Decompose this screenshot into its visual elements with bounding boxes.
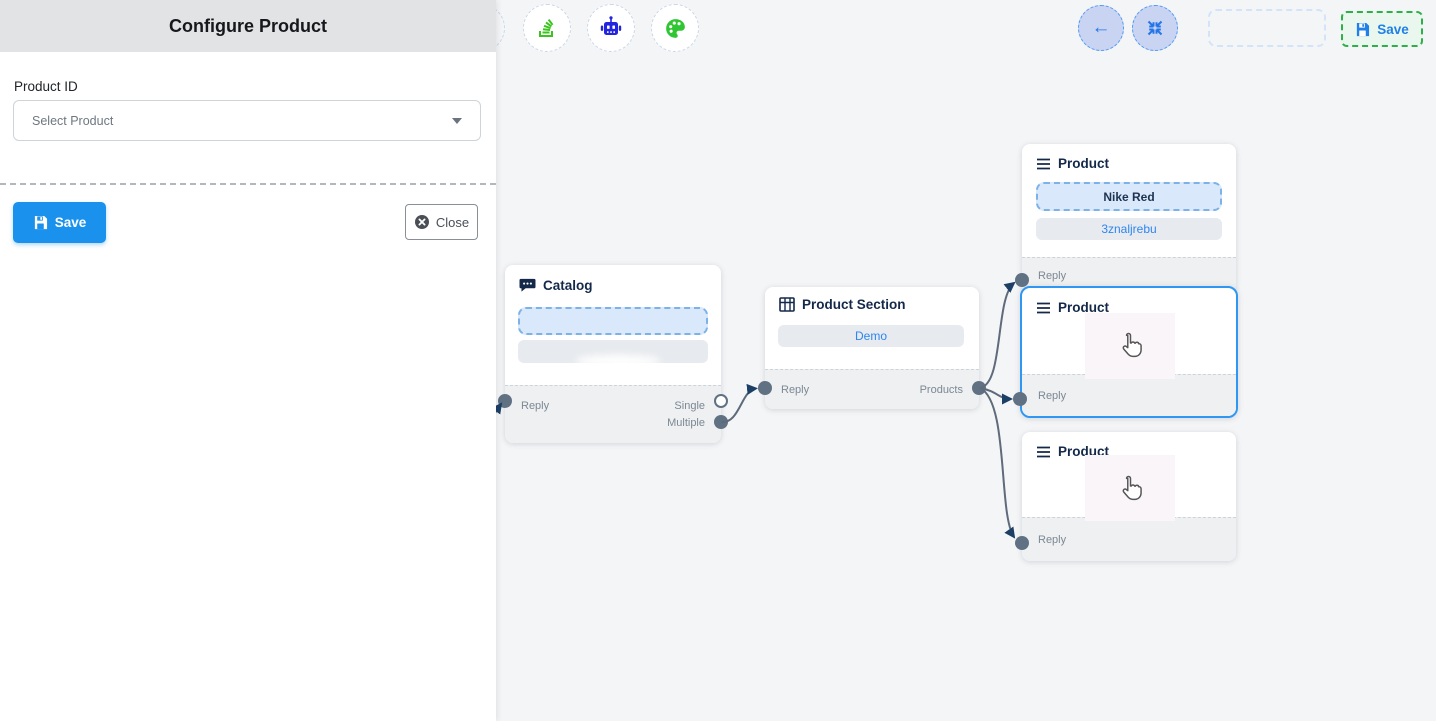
node-product-section-footer: Reply Products — [765, 369, 979, 409]
edge-products-to-product-1[interactable] — [979, 281, 1016, 389]
toolbar-theme-button[interactable] — [651, 4, 699, 52]
product-1-id-label: 3znaljrebu — [1101, 222, 1157, 236]
product-3-reply-label: Reply — [1038, 533, 1067, 546]
catalog-reply-label: Reply — [521, 400, 550, 412]
flow-canvas[interactable]: ← Save Catalog — [496, 0, 1436, 721]
catalog-secondary-field[interactable] — [518, 340, 708, 363]
back-button[interactable]: ← — [1078, 5, 1124, 51]
compress-arrows-icon — [1147, 20, 1163, 36]
save-button-label: Save — [54, 215, 87, 230]
close-button-label: Close — [435, 214, 470, 230]
node-product-2-footer: Reply — [1022, 374, 1236, 416]
panel-title: Configure Product — [169, 15, 327, 36]
product-section-products-label: Products — [919, 383, 963, 396]
robot-icon — [600, 16, 622, 35]
product-section-products-handle[interactable] — [972, 381, 986, 395]
toolbar-hidden-button[interactable] — [496, 4, 505, 52]
product-select[interactable]: Select Product — [13, 100, 481, 141]
product-1-name-label: Nike Red — [1103, 189, 1155, 204]
product-3-reply-handle[interactable] — [1015, 536, 1029, 550]
node-product-1[interactable]: Product Nike Red 3znaljrebu Reply — [1015, 144, 1236, 293]
node-product-section[interactable]: Product Section Demo Reply Products — [758, 287, 986, 409]
product-section-reply-label: Reply — [781, 383, 810, 396]
fit-view-button[interactable] — [1132, 5, 1178, 51]
redaction-smudge — [575, 355, 661, 363]
node-product-3-footer: Reply — [1022, 517, 1236, 561]
node-product-2-header: Product — [1036, 300, 1109, 315]
chevron-down-icon — [452, 117, 462, 124]
catalog-multiple-label: Multiple — [667, 417, 705, 429]
close-button[interactable]: Close — [405, 204, 478, 240]
palette-icon — [665, 18, 685, 38]
product-section-item-label: Demo — [854, 329, 887, 343]
node-product-2-title: Product — [1058, 300, 1110, 315]
node-product-section-header: Product Section — [779, 297, 906, 312]
product-1-id-field[interactable]: 3znaljrebu — [1036, 218, 1222, 240]
catalog-empty-field[interactable] — [518, 307, 708, 335]
node-product-section-title: Product Section — [802, 297, 906, 312]
floppy-icon — [1357, 22, 1370, 36]
edge-incoming-catalog[interactable] — [496, 402, 503, 429]
catalog-single-label: Single — [674, 400, 705, 412]
product-select-value: Select Product — [32, 113, 114, 128]
node-catalog-header: Catalog — [519, 277, 593, 293]
product-section-item[interactable]: Demo — [778, 325, 964, 347]
table-grid-icon — [779, 297, 795, 312]
panel-divider — [0, 183, 496, 185]
node-product-1-header: Product — [1036, 156, 1109, 171]
empty-toolbar-slot[interactable] — [1208, 9, 1326, 47]
edge-products-to-product-3[interactable] — [979, 387, 1016, 539]
toolbar-flows-button[interactable] — [523, 4, 571, 52]
flow-save-label: Save — [1377, 21, 1409, 37]
hand-cursor-icon — [1122, 332, 1142, 358]
close-circle-icon — [414, 215, 429, 229]
catalog-multiple-handle[interactable] — [714, 415, 728, 429]
toolbar-bot-button[interactable] — [587, 4, 635, 52]
product-1-reply-handle[interactable] — [1015, 273, 1029, 287]
node-catalog-title: Catalog — [543, 277, 593, 293]
node-catalog-footer: Reply Single Multiple — [505, 385, 721, 443]
hand-cursor-icon — [1122, 475, 1142, 501]
product-id-label: Product ID — [14, 79, 78, 94]
node-catalog[interactable]: Catalog Reply Single Multiple — [498, 265, 728, 443]
catalog-reply-handle[interactable] — [498, 394, 512, 408]
product-section-reply-handle[interactable] — [758, 381, 772, 395]
arrow-left-icon: ← — [1091, 17, 1111, 38]
product-1-reply-label: Reply — [1038, 269, 1067, 282]
catalog-single-handle[interactable] — [714, 394, 728, 408]
panel-header: Configure Product — [0, 0, 496, 52]
node-product-1-title: Product — [1058, 156, 1110, 171]
menu-icon — [1037, 158, 1050, 169]
stack-icon — [539, 18, 554, 37]
chat-bubble-icon — [519, 278, 536, 292]
configure-product-panel: Configure Product Product ID Select Prod… — [0, 0, 496, 721]
menu-icon — [1037, 302, 1050, 313]
flow-save-button[interactable]: Save — [1341, 11, 1423, 47]
product-2-reply-label: Reply — [1038, 389, 1067, 402]
product-1-name-field[interactable]: Nike Red — [1036, 182, 1222, 211]
floppy-icon — [34, 215, 47, 230]
menu-icon — [1037, 446, 1050, 457]
product-2-reply-handle[interactable] — [1013, 392, 1027, 406]
save-button[interactable]: Save — [13, 202, 106, 243]
